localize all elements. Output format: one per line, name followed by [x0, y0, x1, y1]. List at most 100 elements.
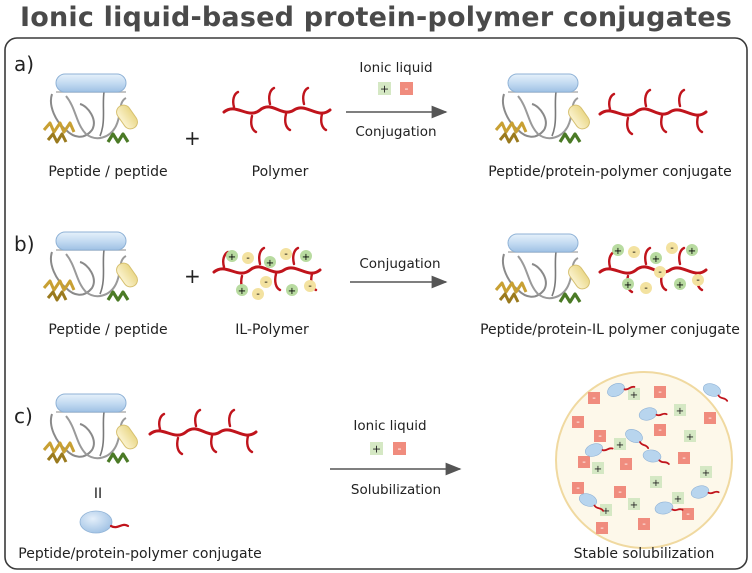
cation-sign: + [616, 440, 624, 451]
svg-text:+: + [228, 252, 236, 263]
cation-square [700, 466, 712, 478]
dispersed-conjugate [584, 443, 614, 457]
anion-square [682, 508, 694, 520]
svg-text:+: + [238, 286, 246, 297]
cation-square [650, 476, 662, 488]
svg-text:+: + [266, 258, 274, 269]
anion-sign: - [624, 459, 628, 470]
anion-sign: - [618, 487, 622, 498]
arrow-a-bottom-label: Conjugation [355, 124, 437, 140]
reactant1-b-label: Peptide / peptide [48, 322, 168, 338]
reactant2-b-label: IL-Polymer [235, 322, 309, 338]
dispersed-conjugate [702, 383, 729, 402]
cation-sign: + [686, 432, 694, 443]
cation-square [628, 498, 640, 510]
cation-square [674, 404, 686, 416]
anion-sign-c: - [398, 442, 402, 455]
svg-text:-: - [256, 289, 260, 300]
svg-text:-: - [632, 247, 636, 258]
cation-sign: + [630, 390, 638, 401]
svg-text:+: + [614, 246, 622, 257]
anion-sign: - [658, 425, 662, 436]
conjugate-blob-icon [79, 510, 130, 534]
anion-square [594, 430, 606, 442]
anion-square [614, 486, 626, 498]
anion-square [638, 518, 650, 530]
anion-sign: - [598, 431, 602, 442]
arrow-b-top-label: Conjugation [359, 256, 441, 272]
cation-sign: + [630, 500, 638, 511]
cation-sign: + [602, 506, 610, 517]
svg-text:-: - [284, 249, 288, 260]
cation-sign-a: + [380, 83, 389, 96]
anion-sign-a: - [405, 82, 409, 95]
svg-text:+: + [624, 280, 632, 291]
product-c-label: Stable solubilization [573, 546, 715, 562]
svg-text:+: + [688, 246, 696, 257]
anion-sign: - [658, 387, 662, 398]
cation-sign: + [674, 494, 682, 505]
cation-square [614, 438, 626, 450]
anion-sign: - [576, 417, 580, 428]
figure-title: Ionic liquid-based protein-polymer conju… [19, 2, 733, 33]
anion-sign: - [642, 519, 646, 530]
svg-text:-: - [696, 275, 700, 286]
svg-text:-: - [308, 281, 312, 292]
svg-text:-: - [246, 253, 250, 264]
cation-sign-c: + [372, 443, 381, 456]
cation-square [600, 504, 612, 516]
cation-sign: + [702, 468, 710, 479]
anion-square [572, 416, 584, 428]
solution-contents: ++++++++++-------------- [572, 383, 729, 534]
anion-sign: - [592, 393, 596, 404]
svg-text:+: + [288, 286, 296, 297]
cation-square [628, 388, 640, 400]
anion-square [654, 424, 666, 436]
anion-square [620, 458, 632, 470]
anion-square [572, 482, 584, 494]
plus-a: + [184, 126, 201, 150]
arrow-c-top-label: Ionic liquid [353, 418, 427, 434]
dispersed-conjugate [638, 407, 668, 421]
svg-text:-: - [264, 277, 268, 288]
ionic-liquid-cation-a [378, 82, 391, 95]
dispersed-conjugate [625, 429, 650, 450]
dispersed-conjugate [578, 493, 605, 512]
ionic-liquid-cation-c [370, 442, 383, 455]
ionic-liquid-anion-c [393, 442, 406, 455]
plus-b: + [184, 264, 201, 288]
panel-a-label: a) [14, 52, 35, 76]
anion-square [654, 386, 666, 398]
anion-sign: - [686, 509, 690, 520]
panel-c-label: c) [14, 404, 33, 428]
svg-text:+: + [652, 254, 660, 265]
anion-square [596, 522, 608, 534]
ionic-liquid-anion-a [400, 82, 413, 95]
anion-square [588, 392, 600, 404]
reactant-c-label: Peptide/protein-polymer conjugate [18, 546, 262, 562]
anion-sign: - [582, 457, 586, 468]
il-polymer-ions-b-product: + - + - + + - - + - [612, 242, 704, 294]
anion-sign: - [600, 523, 604, 534]
arrow-c-bottom-label: Solubilization [350, 482, 442, 498]
dispersed-conjugate [642, 449, 670, 465]
anion-square [678, 452, 690, 464]
svg-text:+: + [302, 252, 310, 263]
cation-sign: + [652, 478, 660, 489]
reactant1-a-label: Peptide / peptide [48, 164, 168, 180]
dispersed-conjugate [607, 383, 636, 397]
reactant2-a-label: Polymer [251, 164, 309, 180]
svg-text:-: - [670, 243, 674, 254]
product-a-label: Peptide/protein-polymer conjugate [488, 164, 732, 180]
panel-b-label: b) [14, 232, 35, 256]
dispersed-conjugate [690, 485, 720, 499]
anion-square [704, 412, 716, 424]
svg-text:-: - [658, 267, 662, 278]
arrow-a-top-label: Ionic liquid [359, 60, 433, 76]
svg-text:-: - [644, 283, 648, 294]
anion-sign: - [682, 453, 686, 464]
anion-square [578, 456, 590, 468]
cation-sign: + [594, 464, 602, 475]
equivalence-mark: II [93, 486, 103, 502]
